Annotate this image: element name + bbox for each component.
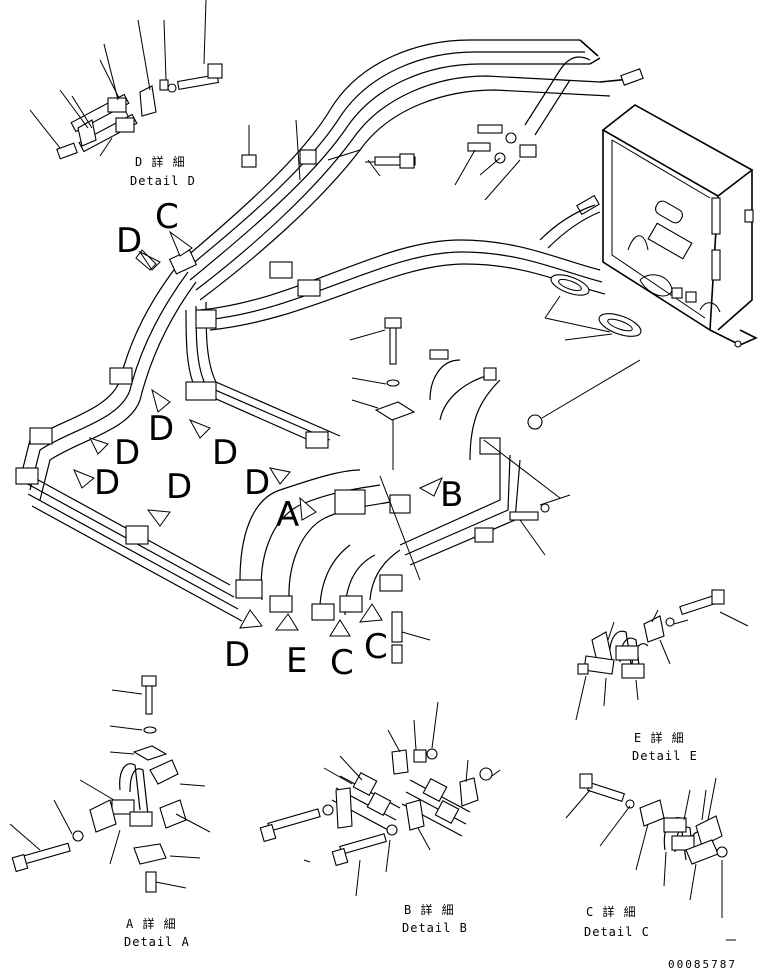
view-arrow — [151, 388, 171, 413]
bolts-top-center — [241, 124, 537, 201]
electrical-box — [601, 104, 758, 348]
detail-d-jp-title: D 詳 細 — [135, 154, 186, 169]
grommets — [544, 274, 642, 341]
view-arrow — [329, 619, 351, 637]
view-label: D — [116, 221, 142, 261]
view-label: E — [286, 641, 307, 681]
view-label: D — [212, 433, 238, 473]
view-labels: D C D D D D D D B A D E C C — [94, 197, 463, 683]
detail-e-jp-title: E 詳 細 — [634, 730, 685, 745]
view-arrow — [146, 509, 171, 527]
view-label: B — [440, 475, 463, 515]
bundle-clamps — [15, 149, 501, 621]
view-arrows — [73, 230, 443, 637]
view-arrow — [239, 609, 263, 629]
view-arrow — [188, 419, 211, 439]
view-arrow — [168, 230, 193, 257]
detail-a-drawing: A 詳 細 Detail A — [9, 675, 211, 949]
detail-e-en-title: Detail E — [632, 749, 698, 763]
view-label: C — [155, 197, 179, 237]
view-label: D — [94, 463, 120, 503]
detail-a-jp-title: A 詳 細 — [126, 916, 177, 931]
view-label: D — [114, 433, 140, 473]
detail-b-jp-title: B 詳 細 — [404, 902, 455, 917]
view-arrow — [73, 469, 95, 489]
view-arrow — [268, 467, 291, 485]
view-arrow — [135, 249, 161, 271]
detail-c-drawing: C 詳 細 Detail C — [565, 773, 736, 941]
detail-d-drawing: D 詳 細 Detail D — [29, 0, 223, 188]
view-label: D — [244, 463, 270, 503]
detail-c-en-title: Detail C — [584, 925, 650, 939]
leader-lines — [295, 119, 561, 581]
view-label: C — [364, 627, 388, 667]
view-label: D — [224, 635, 250, 675]
view-arrow — [275, 613, 299, 631]
detail-d-en-title: Detail D — [130, 174, 196, 188]
detail-b-drawing: B 詳 細 Detail B — [259, 701, 501, 935]
view-arrow — [89, 437, 109, 455]
view-arrow — [299, 496, 317, 521]
center-bolt-stack — [349, 317, 641, 664]
drawing-id: 00085787 — [668, 958, 737, 971]
detail-a-en-title: Detail A — [124, 935, 190, 949]
detail-e-drawing: E 詳 細 Detail E — [575, 589, 749, 763]
view-arrow — [418, 477, 443, 497]
hose-fittings-top — [524, 39, 644, 249]
view-label: A — [276, 495, 299, 535]
view-label: D — [166, 467, 192, 507]
view-label: C — [330, 643, 354, 683]
detail-b-en-title: Detail B — [402, 921, 468, 935]
detail-c-jp-title: C 詳 細 — [586, 904, 637, 919]
view-label: D — [148, 409, 174, 449]
view-arrow — [359, 603, 383, 623]
